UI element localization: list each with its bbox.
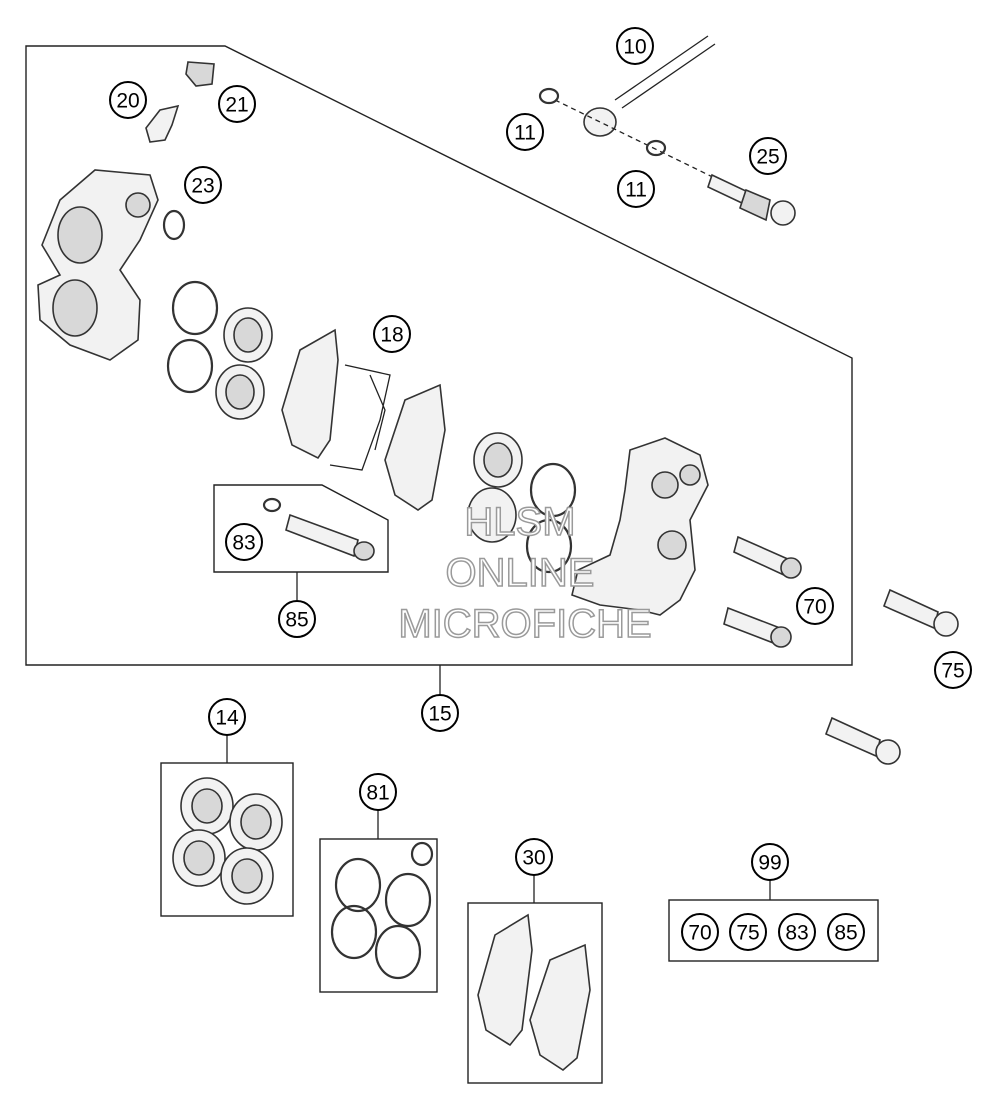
svg-text:81: 81 [366, 782, 389, 805]
callout-75[interactable]: 75 [934, 651, 972, 689]
svg-text:MICROFICHE: MICROFICHE [398, 602, 651, 646]
callout-11-upper[interactable]: 11 [506, 113, 544, 151]
pin-kit-box [213, 484, 389, 573]
callout-18[interactable]: 18 [373, 315, 411, 353]
pad-spring [329, 364, 391, 471]
svg-text:11: 11 [514, 122, 536, 145]
svg-text:15: 15 [428, 703, 451, 726]
watermark: HLSM ONLINE MICROFICHE [398, 499, 653, 647]
svg-text:18: 18 [380, 324, 403, 347]
pistons-left [215, 307, 273, 420]
svg-text:70: 70 [688, 922, 711, 945]
mounting-bolts-75 [824, 588, 959, 765]
callout-30[interactable]: 30 [515, 838, 553, 876]
piston-seals-left [166, 280, 219, 394]
svg-text:83: 83 [232, 532, 255, 555]
svg-text:30: 30 [522, 847, 545, 870]
callout-15[interactable]: 15 [421, 694, 459, 732]
callout-25[interactable]: 25 [749, 137, 787, 175]
brake-hose [538, 35, 771, 206]
callout-20[interactable]: 20 [109, 81, 147, 119]
callout-81[interactable]: 81 [359, 773, 397, 811]
svg-text:25: 25 [756, 146, 779, 169]
svg-text:20: 20 [116, 90, 139, 113]
svg-text:14: 14 [215, 707, 239, 730]
banjo-bolt [707, 173, 796, 226]
svg-text:21: 21 [225, 94, 248, 117]
pad-kit-pads [477, 913, 591, 1071]
caliper-housing-inner [571, 437, 709, 616]
pad-pin [262, 497, 375, 561]
callout-70[interactable]: 70 [796, 587, 834, 625]
bleeder-cap [185, 61, 215, 87]
svg-text:75: 75 [941, 660, 964, 683]
callout-10[interactable]: 10 [616, 27, 654, 65]
callout-85[interactable]: 85 [278, 600, 316, 638]
brake-pad-outer [281, 328, 339, 460]
callout-14[interactable]: 14 [208, 698, 246, 736]
bolt-kit-box [668, 899, 879, 962]
kit-callout-75[interactable]: 75 [729, 913, 767, 951]
piston-seals-right [525, 462, 577, 574]
svg-text:11: 11 [625, 179, 647, 202]
svg-text:23: 23 [191, 175, 214, 198]
brake-pad-inner [384, 383, 446, 511]
svg-text:ONLINE: ONLINE [446, 551, 595, 595]
pad-kit-box [467, 902, 603, 1084]
svg-text:85: 85 [834, 922, 857, 945]
kit-callout-85[interactable]: 85 [827, 913, 865, 951]
kit-callout-70[interactable]: 70 [681, 913, 719, 951]
svg-text:70: 70 [803, 596, 826, 619]
caliper-assembly-outline [25, 45, 853, 666]
svg-text:10: 10 [623, 36, 646, 59]
kit-callout-83[interactable]: 83 [778, 913, 816, 951]
callout-83[interactable]: 83 [225, 523, 263, 561]
svg-text:75: 75 [736, 922, 759, 945]
svg-text:85: 85 [285, 609, 308, 632]
svg-text:99: 99 [758, 852, 781, 875]
seal-kit-rings [330, 841, 434, 980]
callout-11-lower[interactable]: 11 [617, 170, 655, 208]
o-ring-23 [162, 209, 186, 241]
piston-kit-pistons [172, 777, 283, 905]
pistons-right [467, 432, 523, 543]
callout-99[interactable]: 99 [751, 843, 789, 881]
callout-23[interactable]: 23 [184, 166, 222, 204]
caliper-housing-outer [37, 169, 159, 361]
bleeder-valve [145, 104, 180, 143]
svg-text:HLSM: HLSM [464, 500, 575, 544]
mounting-bolts-70 [723, 535, 802, 648]
svg-text:83: 83 [785, 922, 808, 945]
callout-21[interactable]: 21 [218, 85, 256, 123]
